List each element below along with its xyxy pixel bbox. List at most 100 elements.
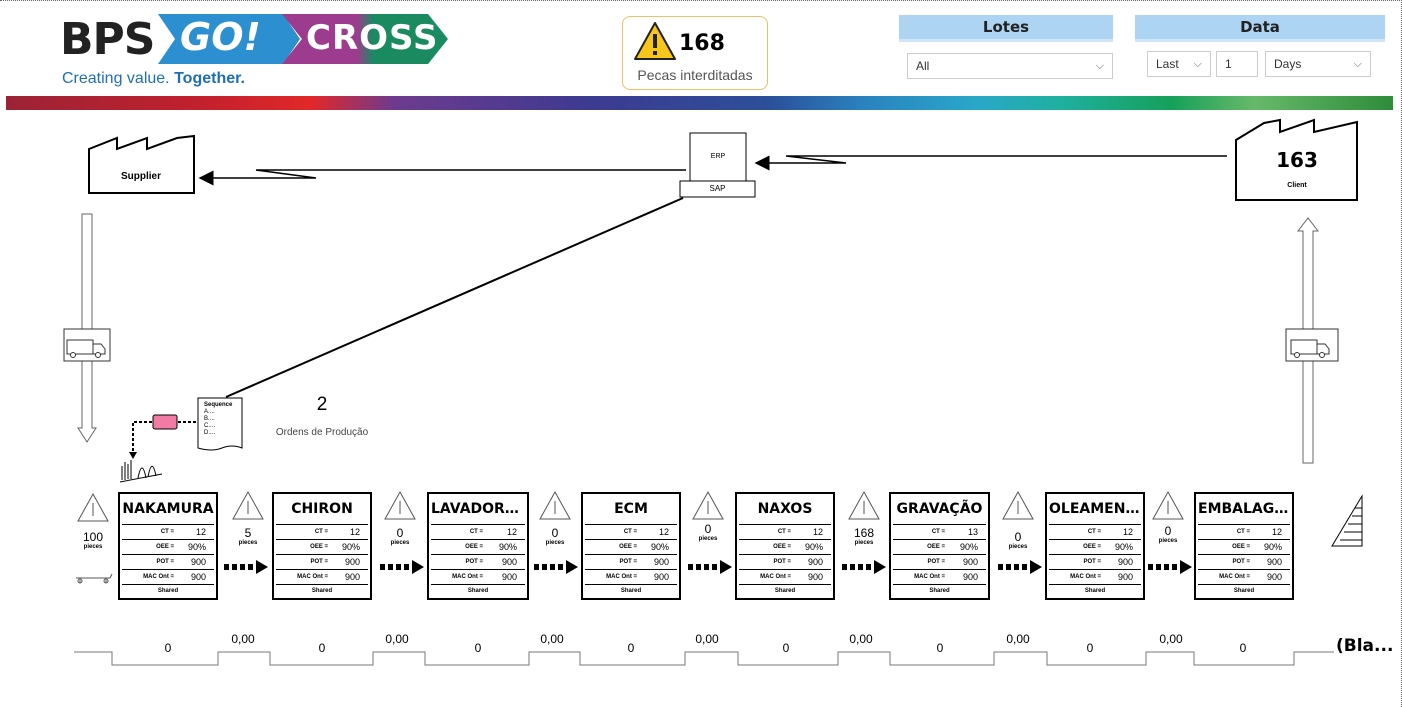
metric-label: OEE = — [619, 544, 637, 550]
metric-value: 90% — [1263, 542, 1282, 552]
inventory-unit: pieces — [1008, 544, 1028, 550]
metric-label: MAC Ont = — [760, 574, 791, 580]
sequence-line: D.... — [204, 430, 216, 436]
metric-label: CT = — [623, 529, 637, 535]
lead-time-label: (Bla... — [1336, 636, 1394, 656]
process-time-value: 0 — [782, 641, 790, 655]
inventory-value: 0 — [1164, 524, 1172, 538]
client-to-erp-flow — [754, 155, 1227, 171]
process-metric-oee: OEE =90% — [431, 539, 525, 554]
date-amount-input[interactable]: 1 — [1216, 51, 1258, 77]
logo-cross: CROSS — [282, 14, 448, 64]
process-metric-mac: MAC Ont =900 — [122, 569, 214, 584]
client-label: Client — [1287, 182, 1307, 189]
process-metric-mac: MAC Ont =900 — [431, 569, 525, 584]
date-unit-dropdown[interactable]: Days ⌵ — [1265, 51, 1371, 77]
inventory-unit: pieces — [854, 540, 874, 546]
inventory-unit: pieces — [698, 536, 718, 542]
wait-time-value: 0,00 — [1006, 632, 1030, 646]
chevron-down-icon: ⌵ — [1193, 58, 1202, 70]
metric-label: MAC Ont = — [1070, 574, 1101, 580]
metric-label: MAC Ont = — [1219, 574, 1250, 580]
metric-value: 900 — [962, 572, 978, 582]
blocked-parts-card[interactable]: 168 Pecas interditadas — [622, 16, 768, 90]
metric-value: 900 — [501, 572, 517, 582]
metric-value: 90% — [187, 542, 206, 552]
lotes-slicer-title: Lotes — [899, 15, 1113, 42]
logo-go: GO! — [158, 14, 300, 64]
metric-value: 12 — [506, 527, 517, 537]
metric-value: 900 — [1266, 572, 1282, 582]
sequence-card: Sequence A.... B.... C.... D.... — [204, 402, 232, 437]
metric-value: 900 — [807, 572, 823, 582]
erp-label: ERP — [710, 153, 726, 160]
process-name: NAXOS — [757, 501, 813, 517]
metric-label: MAC Ont = — [606, 574, 637, 580]
process-metric-oee: OEE =90% — [1049, 539, 1141, 554]
process-metric-ct: CT =13 — [893, 524, 986, 539]
timeline-line — [74, 651, 1334, 666]
inventory-unit: pieces — [83, 544, 103, 550]
metric-label: OEE = — [1083, 544, 1101, 550]
process-metric-mac: MAC Ont =900 — [585, 569, 677, 584]
inventory-unit: pieces — [1158, 538, 1178, 544]
process-metric-mac: MAC Ont = 900 — [1049, 569, 1141, 584]
wait-time-value: 0,00 — [540, 632, 564, 646]
process-metric-ct: CT =12 — [585, 524, 677, 539]
process-metric-oee: OEE =90% — [893, 539, 986, 554]
process-name: NAKAMURA — [122, 501, 214, 517]
inventory-unit: pieces — [545, 540, 565, 546]
metric-label: CT = — [160, 529, 174, 535]
process-metric-pot: POT =900 — [122, 554, 214, 569]
data-slicer-title: Data — [1135, 15, 1385, 42]
supplier-factory-icon — [88, 134, 195, 194]
process-metric-ct: CT =12 — [1198, 524, 1290, 539]
process-metric-mac: MAC Ont = 900 — [739, 569, 831, 584]
production-orders-count: 2 — [316, 394, 328, 415]
wait-time-value: 0,00 — [695, 632, 719, 646]
metric-value: 900 — [1117, 572, 1133, 582]
metric-value: 12 — [1122, 527, 1133, 537]
push-arrow-icon — [380, 560, 424, 574]
date-amount-value: 1 — [1225, 57, 1232, 71]
brand-color-stripe — [6, 96, 1393, 110]
process-metric-oee: OEE =90% — [122, 539, 214, 554]
metric-label: POT = — [619, 559, 637, 565]
process-shared-label: Shared — [893, 584, 986, 598]
sequence-line: A.... — [204, 409, 215, 415]
date-unit-value: Days — [1274, 57, 1302, 71]
process-metric-oee: OEE =90% — [1198, 539, 1290, 554]
process-shared-label: Shared — [585, 584, 677, 598]
process-metric-pot: POT =900 — [893, 554, 986, 569]
metric-label: CT = — [931, 529, 945, 535]
logo-tagline: Creating value. Together. — [62, 70, 245, 87]
metric-label: POT = — [310, 559, 328, 565]
chevron-down-icon: ⌵ — [1353, 58, 1362, 70]
sap-box — [679, 180, 756, 198]
lotes-dropdown[interactable]: All ⌵ — [907, 53, 1113, 79]
inventory-value: 168 — [853, 526, 875, 540]
process-name: LAVADORA ... — [431, 501, 527, 517]
metric-label: CT = — [777, 529, 791, 535]
supplier-shipment-arrow — [77, 213, 97, 443]
date-period-dropdown[interactable]: Last ⌵ — [1147, 51, 1211, 77]
inventory-value: 0 — [551, 526, 559, 540]
blocked-parts-label: Pecas interditadas — [637, 67, 753, 83]
truck-icon — [66, 339, 106, 358]
process-metric-ct: CT =12 — [739, 524, 831, 539]
sap-label: SAP — [709, 184, 726, 193]
